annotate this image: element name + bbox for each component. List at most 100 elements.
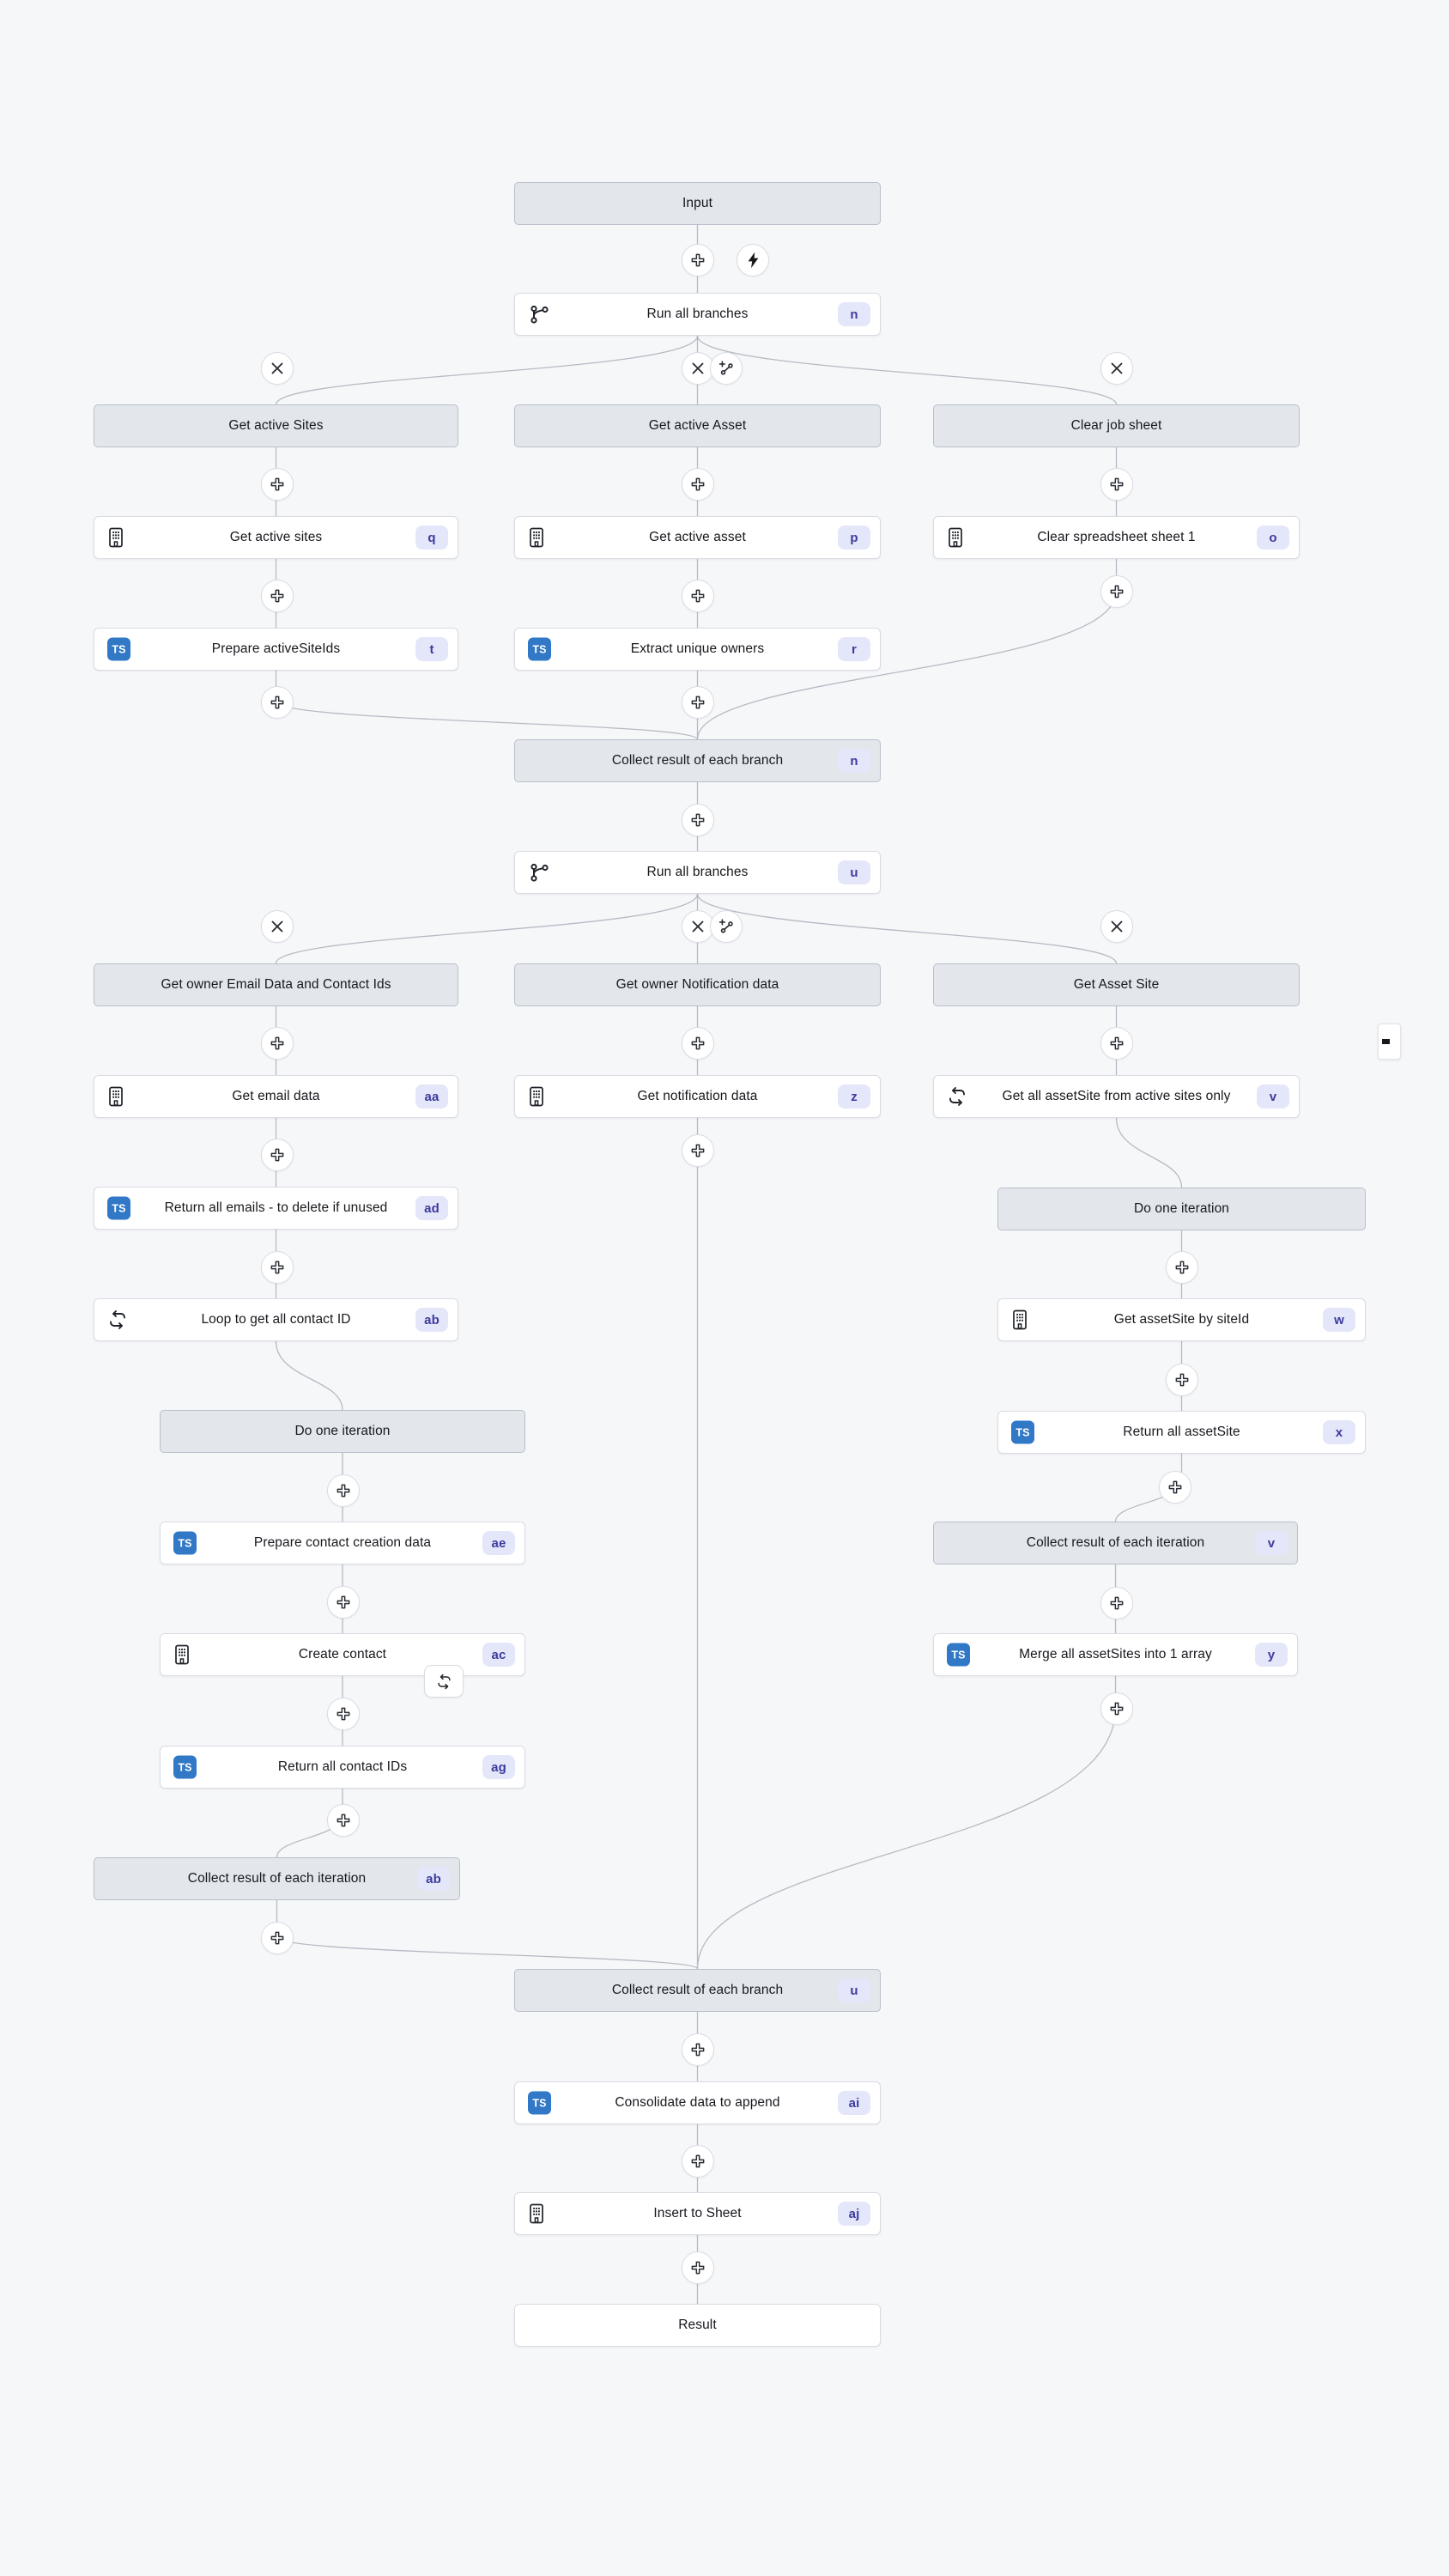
loop-chip[interactable] <box>424 1665 464 1698</box>
trigger-bolt-button[interactable] <box>737 244 769 276</box>
node-label: Get active Asset <box>648 418 747 433</box>
add-step-button[interactable] <box>682 804 714 836</box>
add-step-button[interactable] <box>261 580 294 612</box>
add-step-button[interactable] <box>682 2145 714 2178</box>
add-step-button[interactable] <box>1100 1587 1133 1619</box>
building-icon <box>107 527 124 548</box>
node-header-get-active-sites[interactable]: Get active Sites <box>94 404 458 447</box>
remove-branch-button[interactable] <box>1100 910 1133 943</box>
node-badge: w <box>1323 1308 1355 1332</box>
building-icon <box>947 527 964 548</box>
add-step-button[interactable] <box>261 1027 294 1060</box>
minimap-panel[interactable] <box>1378 1024 1401 1060</box>
remove-branch-button[interactable] <box>1100 352 1133 385</box>
node-badge: n <box>838 749 870 773</box>
plus-icon <box>688 692 708 713</box>
node-input[interactable]: Input <box>514 182 881 225</box>
node-header-get-asset-site[interactable]: Get Asset Site <box>933 963 1300 1006</box>
add-step-button[interactable] <box>682 2251 714 2284</box>
node-header-get-owner-notification[interactable]: Get owner Notification data <box>514 963 881 1006</box>
plus-icon <box>267 474 288 495</box>
add-step-button[interactable] <box>682 1027 714 1060</box>
node-do-one-iteration-left[interactable]: Do one iteration <box>160 1410 525 1453</box>
plus-icon <box>1106 1698 1127 1719</box>
ts-icon: TS <box>1011 1420 1034 1444</box>
add-step-button[interactable] <box>1100 468 1133 501</box>
building-icon <box>528 527 545 548</box>
add-step-button[interactable] <box>1166 1251 1198 1284</box>
add-step-button[interactable] <box>327 1474 360 1507</box>
add-step-button[interactable] <box>327 1804 360 1837</box>
repeat-icon <box>436 1674 452 1690</box>
ts-icon: TS <box>528 637 551 661</box>
ts-icon: TS <box>947 1643 970 1667</box>
node-get-all-assetsite[interactable]: Get all assetSite from active sites only… <box>933 1075 1300 1118</box>
edge-collect-result-iteration-ab--collect-result-branch-u <box>276 1900 699 1970</box>
add-step-button[interactable] <box>261 468 294 501</box>
remove-branch-button[interactable] <box>682 352 714 385</box>
edge-clear-spreadsheet-sheet-1--collect-result-branch-n <box>696 559 1118 740</box>
add-step-button[interactable] <box>682 580 714 612</box>
ts-icon: TS <box>107 637 130 661</box>
remove-branch-button[interactable] <box>261 910 294 943</box>
add-step-button[interactable] <box>682 686 714 719</box>
node-badge: x <box>1323 1420 1355 1444</box>
add-step-button[interactable] <box>261 1922 294 1954</box>
node-do-one-iteration-right[interactable]: Do one iteration <box>997 1188 1366 1230</box>
minimap-dash <box>1382 1039 1390 1044</box>
add-step-button[interactable] <box>1159 1471 1191 1504</box>
add-step-button[interactable] <box>261 1251 294 1284</box>
node-header-get-active-asset[interactable]: Get active Asset <box>514 404 881 447</box>
node-label: Insert to Sheet <box>653 2206 742 2221</box>
node-header-clear-job-sheet[interactable]: Clear job sheet <box>933 404 1300 447</box>
add-step-button[interactable] <box>327 1586 360 1619</box>
add-branch-button[interactable] <box>710 910 743 943</box>
add-step-button[interactable] <box>327 1698 360 1730</box>
add-step-button[interactable] <box>1100 1692 1133 1725</box>
add-step-button[interactable] <box>682 244 714 276</box>
add-step-button[interactable] <box>1100 575 1133 608</box>
add-step-button[interactable] <box>261 686 294 719</box>
remove-branch-button[interactable] <box>682 910 714 943</box>
add-step-button[interactable] <box>1100 1027 1133 1060</box>
node-badge: ab <box>415 1308 448 1332</box>
remove-branch-button[interactable] <box>261 352 294 385</box>
add-step-button[interactable] <box>1166 1364 1198 1396</box>
plus-icon <box>267 1928 288 1948</box>
add-step-button[interactable] <box>682 468 714 501</box>
add-step-button[interactable] <box>682 2033 714 2066</box>
node-result[interactable]: Result <box>514 2304 881 2347</box>
node-header-get-owner-email[interactable]: Get owner Email Data and Contact Ids <box>94 963 458 1006</box>
add-step-button[interactable] <box>682 1134 714 1167</box>
plus-icon <box>333 1480 354 1501</box>
plus-icon <box>1172 1370 1192 1390</box>
add-step-button[interactable] <box>261 1139 294 1171</box>
node-label: Return all contact IDs <box>277 1759 408 1774</box>
add-branch-button[interactable] <box>710 352 743 385</box>
branch-icon <box>528 861 550 884</box>
